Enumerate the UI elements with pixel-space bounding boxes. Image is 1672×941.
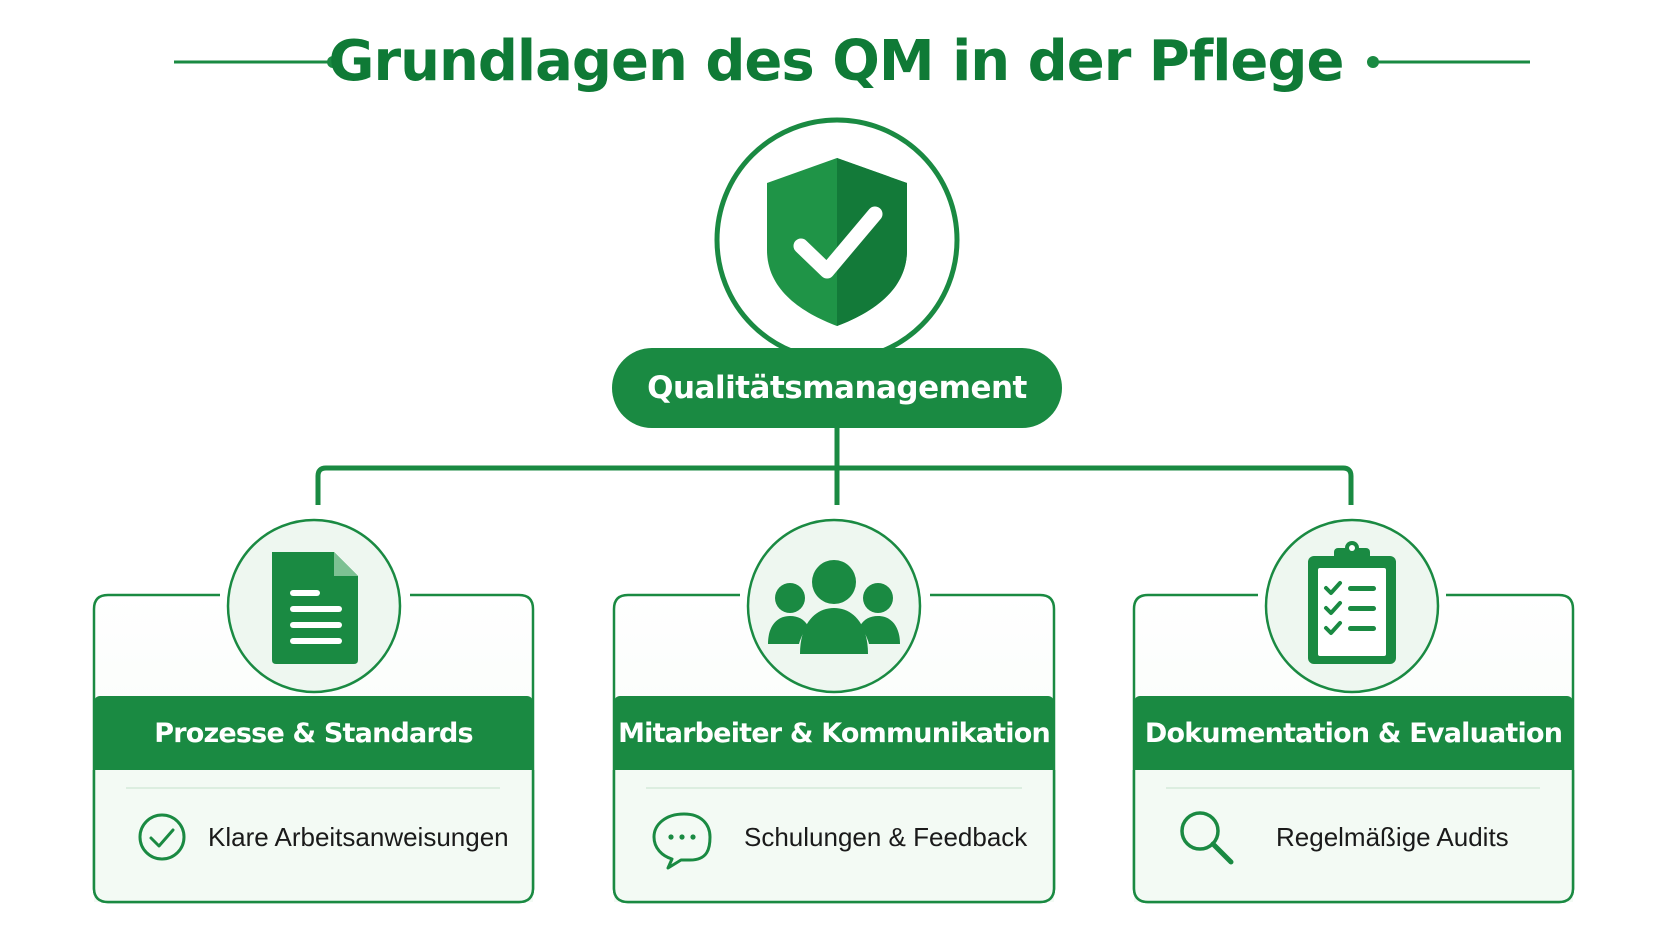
magnifier-icon [1180, 811, 1234, 865]
pillar-3-item-text: Regelmäßige Audits [1276, 821, 1509, 852]
shield-check-icon [767, 158, 907, 326]
title-decor-right [1367, 56, 1530, 68]
connector-lines [315, 428, 1354, 505]
document-icon [272, 552, 358, 664]
clipboard-checklist-icon [1308, 541, 1396, 664]
pillar-1-item-text: Klare Arbeitsanweisungen [208, 821, 509, 852]
pillar-3-heading: Dokumentation & Evaluation [1134, 696, 1573, 770]
chat-bubble-icon [652, 812, 712, 870]
pillar-2-heading: Mitarbeiter & Kommunikation [614, 696, 1054, 770]
pillar-2-item-text: Schulungen & Feedback [744, 821, 1028, 852]
pillar-2-icon-circle [746, 518, 922, 694]
diagram-title: Grundlagen des QM in der Pflege [328, 29, 1345, 94]
pillar-1-heading: Prozesse & Standards [94, 696, 533, 770]
title-decor-left [174, 56, 339, 68]
center-node-label: Qualitätsmanagement [612, 348, 1062, 428]
team-icon [768, 560, 900, 654]
check-circle-icon [138, 813, 186, 861]
